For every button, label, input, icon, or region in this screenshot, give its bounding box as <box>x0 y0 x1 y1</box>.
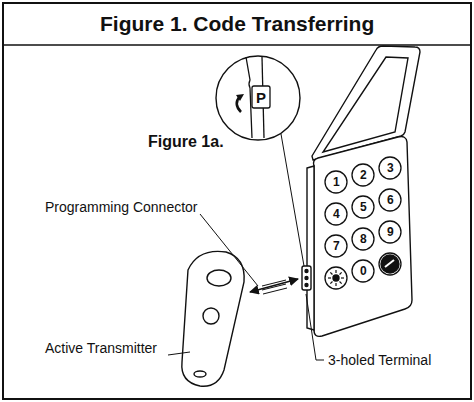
key-button <box>352 260 374 282</box>
key-number: 2 <box>360 169 367 181</box>
light-symbol <box>333 275 339 281</box>
key-button <box>325 267 347 289</box>
key-button <box>325 171 347 193</box>
key-number: 5 <box>360 201 367 213</box>
key-button <box>379 221 401 243</box>
programming-connector <box>250 279 298 294</box>
key-button <box>325 203 347 225</box>
key-number: 4 <box>333 208 340 220</box>
key-number: 8 <box>360 233 367 245</box>
key-button <box>352 196 374 218</box>
key-button <box>352 164 374 186</box>
key-number: 7 <box>333 240 340 252</box>
inset-detail <box>216 56 304 266</box>
frame <box>3 3 471 399</box>
three-holed-terminal <box>302 266 311 290</box>
enter-key-symbol <box>381 255 399 273</box>
key-number: 6 <box>387 194 394 206</box>
key-number: 0 <box>360 265 367 277</box>
keypad-device <box>302 46 420 336</box>
part-label: Programming Connector <box>45 200 198 214</box>
key-button <box>379 253 401 275</box>
keypad-body <box>314 137 413 337</box>
leader-lines <box>168 214 324 360</box>
key-number: 9 <box>387 226 394 238</box>
active-transmitter <box>182 251 244 386</box>
part-label: Active Transmitter <box>45 341 157 355</box>
key-button <box>352 228 374 250</box>
title-rule <box>3 44 471 46</box>
key-number: 3 <box>387 162 394 174</box>
key-button <box>325 235 347 257</box>
button-letter: P <box>256 90 266 105</box>
figure-title: Figure 1. Code Transferring <box>100 13 374 34</box>
key-button <box>379 157 401 179</box>
key-button <box>379 189 401 211</box>
part-label: 3-holed Terminal <box>328 353 431 367</box>
figure-label: Figure 1a. <box>148 134 224 150</box>
key-number: 1 <box>333 176 340 188</box>
